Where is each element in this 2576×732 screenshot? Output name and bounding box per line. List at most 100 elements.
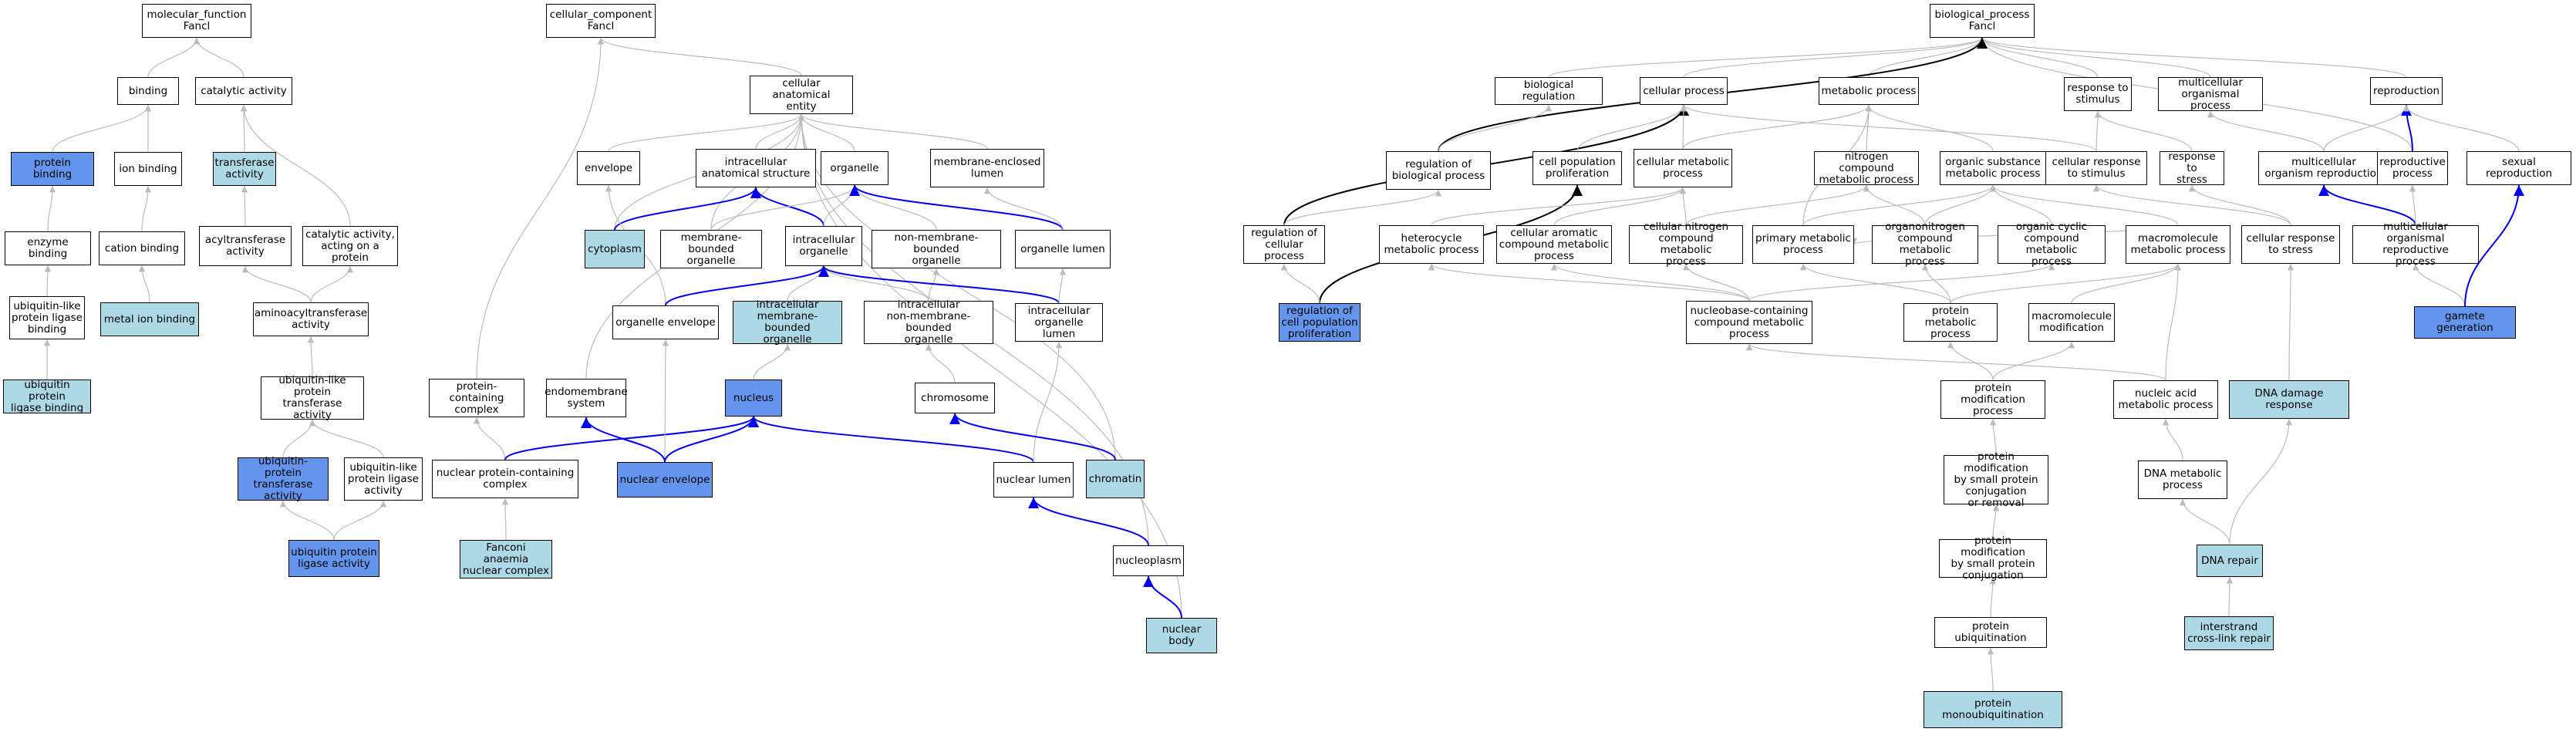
node-biological-process-fancl[interactable]: biological_process Fancl: [1930, 4, 2035, 38]
node-enzyme-binding[interactable]: enzyme binding: [5, 231, 91, 265]
edge-protbind-to-binding: [52, 104, 152, 153]
node-non-membrane-bounded-organelle[interactable]: non-membrane-bounded organelle: [872, 230, 1001, 268]
node-nuclear-envelope[interactable]: nuclear envelope: [617, 462, 713, 498]
node-nuclear-body[interactable]: nuclear body: [1146, 618, 1217, 653]
node-multicellular-organismal-process[interactable]: multicellular organismal process: [2158, 76, 2263, 111]
node-protein-modification-process[interactable]: protein modification process: [1940, 380, 2045, 419]
node-regulation-of-cellular-process[interactable]: regulation of cellular process: [1243, 225, 1325, 264]
node-cellular-response-to-stimulus[interactable]: cellular response to stimulus: [2045, 151, 2147, 185]
node-multicellular-organismal-reproductive-process[interactable]: multicellular organismal reproductive pr…: [2352, 221, 2479, 268]
node-endomembrane-system[interactable]: endomembrane system: [545, 379, 628, 417]
node-chromatin[interactable]: chromatin: [1086, 460, 1145, 498]
node-label: nitrogen compound metabolic process: [1819, 150, 1914, 186]
node-binding[interactable]: binding: [117, 77, 179, 105]
edge-protmet-to-organonitro: [1921, 263, 1951, 304]
node-organelle[interactable]: organelle: [821, 151, 888, 185]
node-nucleoplasm[interactable]: nucleoplasm: [1113, 545, 1184, 576]
node-protein-containing-complex[interactable]: protein-containing complex: [429, 379, 524, 417]
node-nucleobase-containing-compound-metabolic-process[interactable]: nucleobase-containing compound metabolic…: [1686, 301, 1812, 344]
node-catalytic-activity[interactable]: catalytic activity: [195, 77, 292, 105]
node-regulation-of-biological-process[interactable]: regulation of biological process: [1386, 151, 1491, 190]
node-protein-ubiquitination[interactable]: protein ubiquitination: [1934, 617, 2047, 648]
node-biological-regulation[interactable]: biological regulation: [1495, 77, 1603, 105]
node-cation-binding[interactable]: cation binding: [99, 231, 185, 265]
node-interstrand-cross-link-repair[interactable]: interstrand cross-link repair: [2184, 616, 2274, 650]
node-ubiquitin-protein-transferase-activity[interactable]: ubiquitin-protein transferase activity: [238, 456, 329, 502]
node-organonitrogen-compound-metabolic-process[interactable]: organonitrogen compound metabolic proces…: [1872, 221, 1978, 268]
node-ion-binding[interactable]: ion binding: [114, 152, 182, 186]
node-organelle-envelope[interactable]: organelle envelope: [612, 305, 719, 339]
node-reproductive-process[interactable]: reproductive process: [2377, 151, 2448, 185]
node-ubiquitin-like-protein-ligase-activity[interactable]: ubiquitin-like protein ligase activity: [344, 457, 423, 501]
node-protein-binding[interactable]: protein binding: [11, 152, 94, 186]
node-dna-damage-response[interactable]: DNA damage response: [2229, 380, 2349, 419]
node-sexual-reproduction[interactable]: sexual reproduction: [2466, 151, 2571, 185]
node-label: nuclear body: [1162, 623, 1202, 647]
node-transferase-activity[interactable]: transferase activity: [213, 152, 276, 186]
node-organic-cyclic-compound-metabolic-process[interactable]: organic cyclic compound metabolic proces…: [1998, 221, 2106, 268]
node-label: protein metabolic process: [1924, 304, 1977, 340]
node-intracellular-anatomical-structure[interactable]: intracellular anatomical structure: [696, 149, 816, 187]
edge-gametegen-to-multireproproc: [2412, 263, 2466, 307]
node-organic-substance-metabolic-process[interactable]: organic substance metabolic process: [1940, 151, 2046, 185]
node-nucleus[interactable]: nucleus: [725, 379, 782, 417]
node-regulation-of-cell-population-proliferation[interactable]: regulation of cell population proliferat…: [1279, 303, 1360, 342]
node-acyltransferase-activity[interactable]: acyltransferase activity: [199, 226, 292, 266]
node-primary-metabolic-process[interactable]: primary metabolic process: [1752, 225, 1854, 264]
node-membrane-enclosed-lumen[interactable]: membrane-enclosed lumen: [930, 149, 1044, 187]
node-dna-metabolic-process[interactable]: DNA metabolic process: [2138, 460, 2227, 499]
node-ubiquitin-like-protein-transferase-activity[interactable]: ubiquitin-like protein transferase activ…: [261, 375, 364, 421]
node-response-to-stimulus[interactable]: response to stimulus: [2064, 77, 2132, 111]
node-protein-modification-by-small-protein-conjugation[interactable]: protein modification by small protein co…: [1939, 535, 2047, 582]
node-cellular-process[interactable]: cellular process: [1640, 77, 1728, 105]
node-intracellular-non-membrane-bounded-organelle[interactable]: intracellular non-membrane-bounded organ…: [864, 299, 993, 346]
node-cellular-aromatic-compound-metabolic-process[interactable]: cellular aromatic compound metabolic pro…: [1496, 225, 1612, 264]
node-organelle-lumen[interactable]: organelle lumen: [1015, 230, 1111, 268]
node-label: organic substance metabolic process: [1945, 156, 2041, 180]
node-macromolecule-metabolic-process[interactable]: macromolecule metabolic process: [2126, 225, 2230, 264]
node-reproduction[interactable]: reproduction: [2370, 77, 2443, 105]
node-label: response to stimulus: [2067, 82, 2129, 106]
node-dna-repair[interactable]: DNA repair: [2197, 545, 2263, 577]
node-macromolecule-modification[interactable]: macromolecule modification: [2028, 303, 2115, 342]
node-cellular-nitrogen-compound-metabolic-process[interactable]: cellular nitrogen compound metabolic pro…: [1629, 221, 1743, 268]
node-ubiquitin-protein-ligase-binding[interactable]: ubiquitin protein ligase binding: [3, 379, 91, 413]
node-label: organelle lumen: [1020, 242, 1105, 255]
node-intracellular-organelle[interactable]: intracellular organelle: [785, 226, 862, 266]
node-intracellular-membrane-bounded-organelle[interactable]: intracellular membrane-bounded organelle: [733, 299, 842, 346]
node-cellular-component-fancl[interactable]: cellular_component Fancl: [546, 4, 656, 38]
node-multicellular-organism-reproduction[interactable]: multicellular organism reproduction: [2258, 151, 2389, 185]
node-membrane-bounded-organelle[interactable]: membrane-bounded organelle: [660, 230, 762, 268]
node-response-to-stress[interactable]: response to stress: [2160, 150, 2224, 185]
node-cellular-response-to-stress[interactable]: cellular response to stress: [2241, 225, 2340, 264]
node-envelope[interactable]: envelope: [577, 151, 640, 185]
node-molecular-function-fancl[interactable]: molecular_function Fancl: [142, 4, 251, 38]
node-nuclear-protein-containing-complex[interactable]: nuclear protein-containing complex: [432, 460, 578, 498]
node-catalytic-activity-acting-on-a-protein[interactable]: catalytic activity, acting on a protein: [302, 226, 398, 266]
node-aminoacyltransferase-activity[interactable]: aminoacyltransferase activity: [253, 302, 369, 336]
node-nucleic-acid-metabolic-process[interactable]: nucleic acid metabolic process: [2113, 380, 2218, 419]
node-ubiquitin-like-protein-ligase-binding[interactable]: ubiquitin-like protein ligase binding: [9, 296, 85, 339]
node-nitrogen-compound-metabolic-process[interactable]: nitrogen compound metabolic process: [1814, 150, 1919, 186]
node-chromosome[interactable]: chromosome: [915, 383, 995, 413]
node-label: transferase activity: [214, 157, 275, 180]
edge-chromosome-to-intranonmemb: [925, 343, 956, 383]
node-gamete-generation[interactable]: gamete generation: [2414, 306, 2516, 339]
node-metabolic-process[interactable]: metabolic process: [1819, 77, 1919, 105]
node-heterocycle-metabolic-process[interactable]: heterocycle metabolic process: [1379, 225, 1484, 264]
node-protein-modification-by-small-protein-conjugation-or-removal[interactable]: protein modification by small protein co…: [1944, 450, 2048, 508]
node-protein-metabolic-process[interactable]: protein metabolic process: [1903, 303, 1998, 342]
node-protein-monoubiquitination[interactable]: protein monoubiquitination: [1924, 691, 2062, 728]
node-intracellular-organelle-lumen[interactable]: intracellular organelle lumen: [1015, 303, 1103, 342]
edge-cellmet-to-metproc: [1682, 104, 1873, 150]
node-cell-population-proliferation[interactable]: cell population proliferation: [1532, 151, 1622, 185]
node-cytoplasm[interactable]: cytoplasm: [585, 230, 645, 268]
node-metal-ion-binding[interactable]: metal ion binding: [100, 302, 199, 336]
node-nuclear-lumen[interactable]: nuclear lumen: [993, 462, 1074, 498]
edge-cellnitro-to-cellmet: [1679, 187, 1687, 226]
node-cellular-metabolic-process[interactable]: cellular metabolic process: [1634, 149, 1732, 187]
node-fanconi-anaemia-nuclear-complex[interactable]: Fanconi anaemia nuclear complex: [460, 540, 552, 579]
node-ubiquitin-protein-ligase-activity[interactable]: ubiquitin protein ligase activity: [288, 540, 379, 577]
node-cellular-anatomical-entity[interactable]: cellular anatomical entity: [750, 76, 853, 114]
node-label: organelle envelope: [615, 315, 716, 329]
